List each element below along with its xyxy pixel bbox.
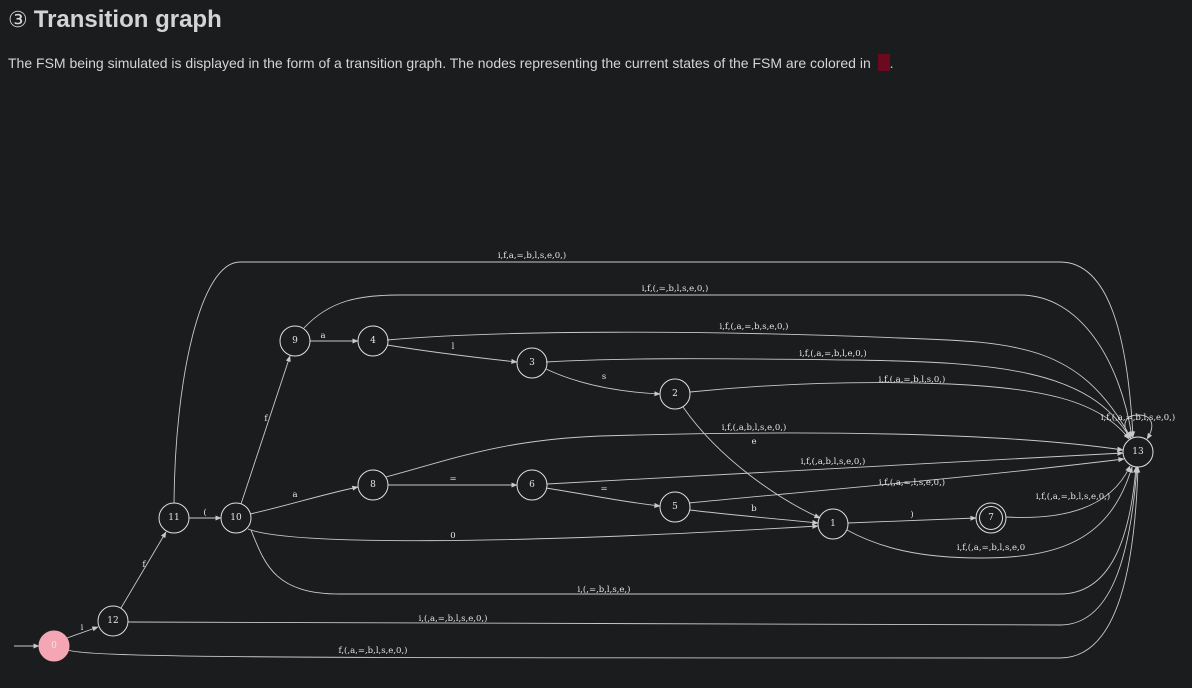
edge-5-to-13 [688, 457, 1125, 504]
edge-12-to-11 [120, 531, 167, 609]
edge-3-to-2 [545, 368, 661, 397]
edge-label-0-to-12: i [81, 623, 84, 633]
state-node-5: 5 [659, 491, 691, 523]
section-heading: ③ Transition graph [8, 6, 222, 34]
edge-label-2-to-1: e [751, 437, 756, 447]
edge-3-to-13 [545, 358, 1131, 439]
edge-label-9-to-13: i,f,(,=,b,l,s,e,0,) [642, 283, 709, 294]
edge-label-10-to-13: i,(,=,b,l,s,e,) [578, 584, 631, 595]
edge-label-5-to-1: b [751, 504, 757, 514]
state-label-4: 4 [370, 336, 376, 346]
state-node-11: 11 [158, 502, 190, 534]
edge-label-1-to-7: ) [910, 509, 913, 520]
edge-10-to-9 [240, 355, 291, 505]
edge-label-12-to-13: i,(,a,=,b,l,s,e,0,) [419, 613, 488, 624]
state-node-0: 0 [38, 630, 70, 662]
edge-label-2-to-13: i,f,(,a,=,b,l,s,0,) [879, 374, 946, 385]
edge-label-13-to-13: i,f,(,a,=,b,l,s,e,0,) [1101, 412, 1175, 423]
edge-label-11-to-10: ( [203, 507, 206, 518]
edge-label-4-to-3: l [452, 342, 455, 352]
edge-label-3-to-13: i,f,(,a,=,b,l,e,0,) [799, 348, 866, 359]
edge-6-to-5 [545, 487, 661, 508]
section-title: Transition graph [33, 6, 222, 33]
edge-label-11-to-13: i,f,a,=,b,l,s,e,0,) [498, 250, 566, 261]
state-node-7: 7 [975, 502, 1007, 534]
nodes-layer: 0 12 11 10 9 4 3 2 8 6 5 1 7 13 [38, 325, 1154, 662]
edge-label-0-to-13: f,(,a,=,b,l,s,e,0,) [339, 645, 408, 656]
state-label-9: 9 [292, 336, 298, 346]
state-label-13: 13 [1132, 447, 1144, 457]
edge-labels-layer: i f ( f a l s e a = = b 0) i,f,a,=,b,l,s,e,0,) i,f,(,=… [81, 250, 1176, 656]
section-description: The FSM being simulated is displayed in … [8, 54, 894, 71]
section-number: ③ [8, 7, 28, 32]
description-end: . [889, 55, 894, 71]
edge-2-to-1 [682, 406, 821, 519]
edge-10-to-8 [249, 485, 359, 515]
state-node-8: 8 [357, 469, 389, 501]
edge-label-4-to-13: i,f,(,a,=,b,s,e,0,) [720, 321, 789, 332]
description-text: The FSM being simulated is displayed in … [8, 55, 871, 71]
state-label-3: 3 [529, 358, 535, 368]
state-node-10: 10 [220, 502, 252, 534]
edge-label-8-to-13: i,f,(,a,b,l,s,e,0,) [722, 422, 787, 433]
edge-label-6-to-5: = [600, 484, 607, 494]
edge-label-10-to-8: a [292, 490, 297, 500]
state-node-12: 12 [97, 605, 129, 637]
edge-1-to-13 [846, 466, 1133, 559]
current-state-color-swatch [877, 54, 890, 71]
edge-label-5-to-13: i,f,(,a,=,l,s,e,0,) [879, 477, 945, 488]
state-label-12: 12 [107, 616, 118, 626]
state-label-0: 0 [51, 641, 57, 651]
edge-label-6-to-13: i,f,(,a,b,l,s,e,0,) [801, 456, 866, 467]
state-label-10: 10 [230, 513, 242, 523]
edge-13-to-13 [1124, 414, 1153, 440]
edge-0-to-12 [66, 626, 99, 639]
edge-0-to-13 [67, 466, 1141, 659]
edge-11-to-13 [173, 261, 1136, 504]
edge-5-to-1 [689, 509, 819, 525]
edge-label-1-to-13: i,f,(,a,=,b,l,s,e,0 [957, 542, 1025, 553]
state-node-9: 9 [279, 325, 311, 357]
edge-label-8-to-6: = [449, 474, 456, 484]
edge-1-to-7 [847, 515, 977, 524]
edge-4-to-13 [386, 331, 1132, 439]
edge-10-to-1 [247, 523, 819, 542]
state-node-4: 4 [357, 325, 389, 357]
state-node-2: 2 [659, 378, 691, 410]
edge-10-to-13 [250, 466, 1139, 595]
edge-label-7-to-13: i,f,(,a,=,b,l,s,e,0,) [1036, 491, 1110, 502]
state-label-8: 8 [370, 480, 376, 490]
state-node-13: 13 [1122, 436, 1154, 468]
edge-8-to-13 [385, 432, 1124, 478]
edge-7-to-13 [1005, 465, 1131, 518]
state-node-1: 1 [817, 508, 849, 540]
edge-9-to-13 [303, 294, 1134, 438]
edge-4-to-3 [386, 344, 518, 364]
state-node-3: 3 [516, 347, 548, 379]
edge-2-to-13 [689, 382, 1130, 440]
state-label-11: 11 [168, 513, 179, 523]
edge-label-9-to-4: a [320, 331, 325, 341]
state-label-2: 2 [672, 389, 678, 399]
state-label-5: 5 [672, 502, 678, 512]
state-label-7: 7 [988, 513, 994, 523]
state-label-1: 1 [830, 519, 836, 529]
edges-layer [14, 261, 1153, 659]
state-label-6: 6 [529, 480, 535, 490]
edge-label-3-to-2: s [602, 372, 606, 382]
edge-label-12-to-11: f [142, 560, 146, 570]
state-node-6: 6 [516, 469, 548, 501]
edge-label-10-to-9: f [264, 414, 268, 424]
edge-label-10-to-1: 0 [450, 531, 455, 541]
